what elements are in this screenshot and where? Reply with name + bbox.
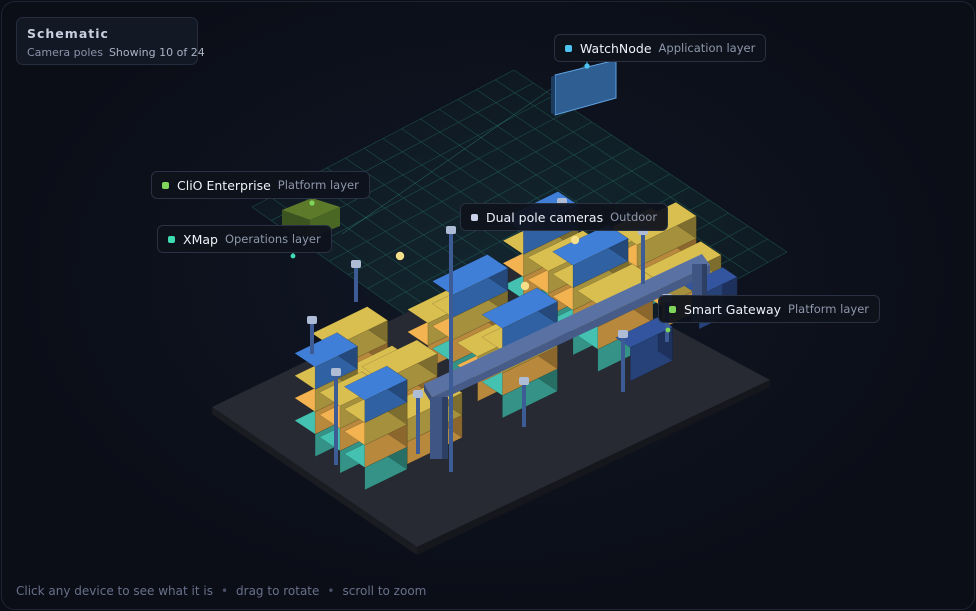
pole-shaft: [641, 235, 645, 284]
label-name: Smart Gateway: [684, 301, 782, 317]
container[interactable]: [552, 224, 629, 289]
label-name: CliO Enterprise: [177, 177, 271, 193]
layer-dot-icon: [162, 181, 169, 189]
camera-pole[interactable]: [413, 390, 423, 454]
panel-title: Schematic: [27, 26, 109, 41]
layer-dot-icon: [168, 235, 175, 243]
grid-line: [386, 160, 651, 303]
panel-subtitle: Camera poles Showing 10 of 24: [27, 46, 205, 59]
camera-pole[interactable]: [446, 226, 456, 472]
label-xmap[interactable]: XMap Operations layer: [157, 225, 332, 253]
container[interactable]: [294, 332, 359, 390]
camera-icon[interactable]: [519, 377, 529, 385]
watchnode-display-icon[interactable]: [551, 59, 617, 116]
container[interactable]: [343, 365, 408, 424]
label-name: Dual pole cameras: [486, 209, 604, 225]
container-top: [615, 316, 674, 348]
label-layer: Outdoor: [610, 210, 658, 224]
label-layer: Application layer: [658, 41, 756, 55]
camera-pole[interactable]: [519, 377, 529, 427]
panel-category: Camera poles: [27, 46, 103, 59]
container-top: [294, 332, 359, 368]
camera-icon[interactable]: [446, 226, 456, 234]
panel-count: Showing 10 of 24: [108, 46, 205, 59]
camera-icon[interactable]: [351, 260, 361, 268]
label-name: WatchNode: [580, 40, 652, 56]
hint-click: Click any device to see what it is: [16, 584, 213, 598]
hint-drag: drag to rotate: [236, 584, 320, 598]
pole-shaft: [621, 338, 625, 392]
label-clio-enterprise[interactable]: CliO Enterprise Platform layer: [151, 171, 370, 199]
layer-dot-icon: [669, 305, 676, 313]
container-top: [343, 365, 408, 401]
label-watchnode[interactable]: WatchNode Application layer: [554, 34, 767, 62]
pole-shaft: [310, 324, 314, 354]
label-name: XMap: [183, 231, 218, 247]
container[interactable]: [481, 287, 559, 352]
container-top: [481, 287, 559, 329]
label-anchors: [290, 62, 671, 333]
container-top: [552, 224, 629, 266]
pole-shaft: [416, 398, 420, 454]
label-layer: Operations layer: [224, 232, 321, 246]
gantry-crane[interactable]: [424, 254, 710, 459]
label-smart-gateway[interactable]: Smart Gateway Platform layer: [658, 295, 881, 323]
camera-pole[interactable]: [307, 316, 317, 354]
hint-separator: •: [327, 584, 335, 598]
pole-shaft: [334, 376, 338, 465]
pole-shaft: [522, 385, 526, 427]
pole-shaft: [354, 268, 358, 302]
camera-icon[interactable]: [307, 316, 317, 324]
interaction-hint: Click any device to see what it is • drag …: [16, 584, 426, 598]
grid-line: [329, 121, 593, 262]
label-layer: Platform layer: [277, 178, 359, 192]
grid-line: [495, 79, 769, 263]
camera-icon[interactable]: [618, 330, 628, 338]
camera-pole[interactable]: [331, 368, 341, 465]
camera-icon[interactable]: [413, 390, 423, 398]
camera-pole[interactable]: [351, 260, 361, 302]
layer-dot-icon: [471, 213, 478, 221]
layer-dot-icon: [565, 44, 572, 52]
camera-pole[interactable]: [618, 330, 628, 392]
grid-line: [476, 89, 750, 273]
hint-separator: •: [220, 584, 229, 598]
camera-icon[interactable]: [331, 368, 341, 376]
grid-line: [309, 108, 573, 248]
schematic-panel: Schematic Camera poles Showing 10 of 24: [16, 17, 205, 65]
hint-scroll: scroll to zoom: [342, 584, 427, 598]
label-layer: Platform layer: [788, 302, 870, 316]
label-dual-pole-cameras[interactable]: Dual pole cameras Outdoor: [460, 203, 669, 231]
camera-poles[interactable]: [307, 198, 672, 472]
pole-shaft: [449, 234, 453, 472]
